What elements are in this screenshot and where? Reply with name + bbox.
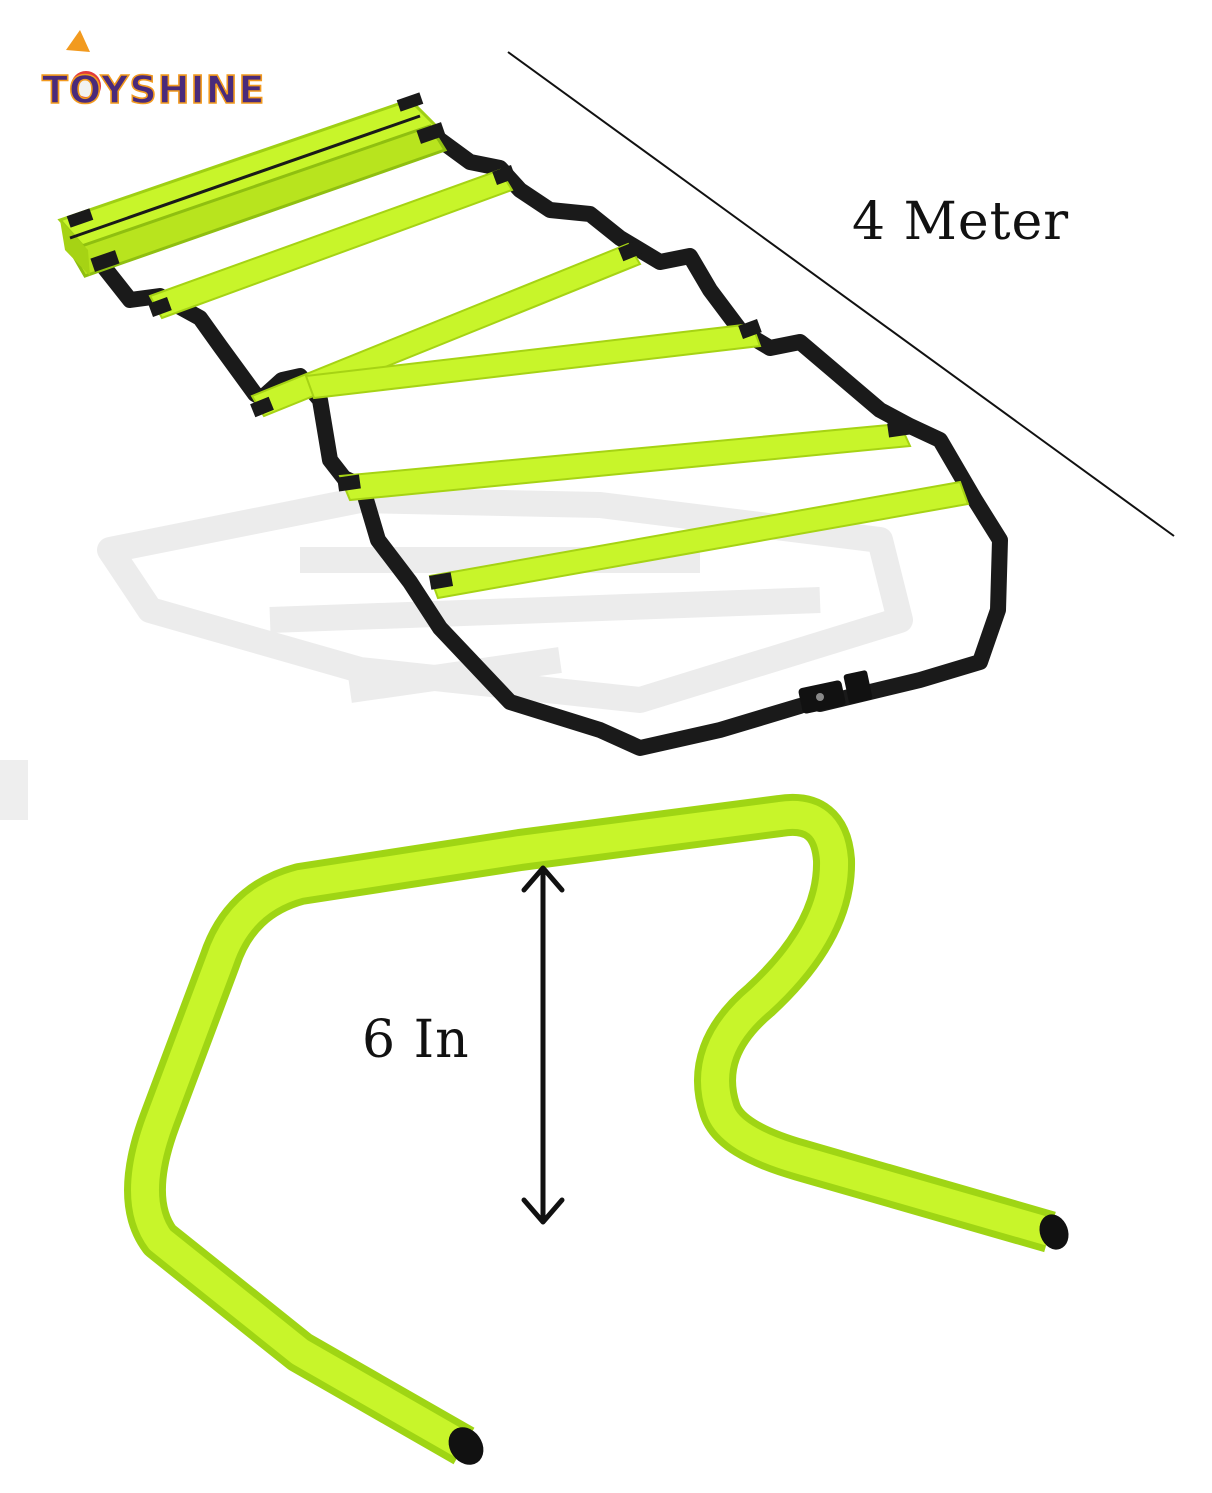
brand-logo: TOYSHINE bbox=[40, 30, 280, 113]
ladder-rung bbox=[337, 420, 912, 502]
hurdle-end-cap bbox=[448, 1427, 484, 1465]
ladder-strap-left bbox=[92, 254, 808, 756]
ladder-roll bbox=[57, 92, 448, 278]
height-measure-arrow bbox=[521, 865, 565, 1225]
party-hat-icon bbox=[66, 30, 90, 52]
buckle-icon bbox=[798, 670, 873, 714]
ladder-rung bbox=[250, 240, 642, 418]
length-measure-line bbox=[507, 51, 1175, 537]
ladder-shadow bbox=[0, 487, 913, 820]
ladder-length-label: 4 Meter bbox=[852, 192, 1070, 252]
ladder-rung bbox=[304, 319, 762, 400]
logo-text: TOYSHINE bbox=[42, 68, 265, 112]
ladder-strap-right bbox=[432, 132, 1008, 712]
ball-icon bbox=[71, 71, 101, 101]
speed-hurdle bbox=[124, 794, 1069, 1465]
hurdle-height-label: 6 In bbox=[362, 1010, 470, 1070]
agility-ladder bbox=[57, 92, 1008, 756]
ladder-rung bbox=[428, 480, 970, 600]
ladder-rung bbox=[148, 165, 516, 320]
hurdle-end-cap bbox=[1039, 1214, 1069, 1250]
